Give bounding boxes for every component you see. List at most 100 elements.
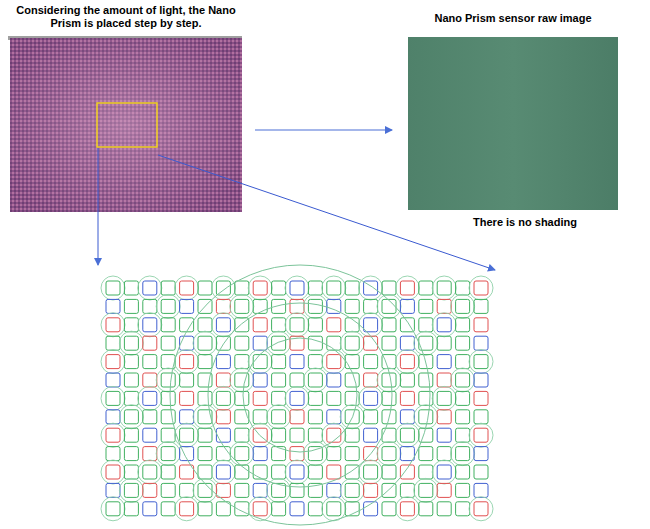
pixel-cell bbox=[456, 428, 470, 442]
pixel-cell bbox=[272, 502, 286, 516]
pixel-cell bbox=[106, 355, 120, 369]
pixel-cell bbox=[124, 281, 138, 295]
pixel-cell bbox=[161, 428, 175, 442]
pixel-cell bbox=[308, 410, 322, 424]
pixel-cell bbox=[198, 318, 212, 332]
pixel-cell bbox=[474, 410, 488, 424]
arrow bbox=[255, 129, 392, 130]
pixel-cell bbox=[198, 355, 212, 369]
pixel-cell bbox=[327, 502, 341, 516]
pixel-cell bbox=[290, 483, 304, 497]
pixel-cell bbox=[124, 447, 138, 461]
pixel-cell bbox=[124, 502, 138, 516]
pixel-cell bbox=[216, 318, 230, 332]
pixel-cell bbox=[124, 318, 138, 332]
pixel-cell bbox=[106, 336, 120, 350]
heading-text: Nano Prism sensor raw image bbox=[398, 12, 628, 25]
micro-lens bbox=[322, 350, 346, 374]
lens-circle bbox=[170, 265, 430, 525]
pixel-cell bbox=[106, 465, 120, 479]
pixel-cell bbox=[437, 373, 451, 387]
pixel-cell bbox=[474, 355, 488, 369]
zoom-line bbox=[98, 148, 99, 265]
pixel-cell bbox=[106, 391, 120, 405]
micro-lens bbox=[469, 423, 493, 447]
pixel-cell bbox=[437, 428, 451, 442]
micro-lens bbox=[248, 276, 272, 300]
pixel-cell bbox=[437, 483, 451, 497]
pixel-cell bbox=[124, 373, 138, 387]
pixel-grid bbox=[101, 276, 493, 521]
pixel-cell bbox=[272, 410, 286, 424]
pixel-cell bbox=[364, 483, 378, 497]
pixel-cell bbox=[216, 299, 230, 313]
pixel-cell bbox=[419, 281, 433, 295]
micro-lens bbox=[414, 331, 438, 355]
micro-lens bbox=[432, 313, 456, 337]
pixel-cell bbox=[382, 447, 396, 461]
pixel-cell bbox=[180, 318, 194, 332]
pixel-cell bbox=[124, 410, 138, 424]
pixel-cell bbox=[327, 428, 341, 442]
micro-lens bbox=[285, 386, 309, 410]
zoom-box bbox=[97, 103, 157, 147]
pixel-cell bbox=[180, 502, 194, 516]
pixel-cell bbox=[437, 447, 451, 461]
micro-lens bbox=[156, 368, 180, 392]
pixel-cell bbox=[456, 410, 470, 424]
micro-lens bbox=[359, 460, 383, 484]
pixel-cell bbox=[419, 391, 433, 405]
pixel-cell bbox=[290, 428, 304, 442]
pixel-cell bbox=[290, 391, 304, 405]
pixel-cell bbox=[474, 447, 488, 461]
pixel-cell bbox=[253, 336, 267, 350]
micro-lens bbox=[101, 460, 125, 484]
pixel-cell bbox=[216, 428, 230, 442]
pixel-cell bbox=[272, 373, 286, 387]
pixel-cell bbox=[400, 428, 414, 442]
pixel-cell bbox=[253, 391, 267, 405]
pixel-cell bbox=[327, 410, 341, 424]
pixel-cell bbox=[216, 465, 230, 479]
pixel-cell bbox=[419, 465, 433, 479]
pixel-cell bbox=[327, 391, 341, 405]
pixel-cell bbox=[400, 465, 414, 479]
pixel-cell bbox=[327, 318, 341, 332]
pixel-cell bbox=[364, 428, 378, 442]
pixel-cell bbox=[143, 373, 157, 387]
pixel-cell bbox=[143, 281, 157, 295]
pixel-cell bbox=[364, 391, 378, 405]
pixel-cell bbox=[290, 465, 304, 479]
pixel-cell bbox=[124, 391, 138, 405]
pixel-cell bbox=[198, 428, 212, 442]
micro-lens bbox=[377, 294, 401, 318]
pixel-cell bbox=[143, 299, 157, 313]
pixel-cell bbox=[143, 391, 157, 405]
pixel-cell bbox=[345, 336, 359, 350]
pixel-cell bbox=[456, 299, 470, 313]
pixel-cell bbox=[161, 447, 175, 461]
pixel-cell bbox=[382, 391, 396, 405]
pixel-cell bbox=[400, 355, 414, 369]
lens-circle bbox=[243, 338, 357, 452]
pixel-cell bbox=[253, 447, 267, 461]
micro-lens bbox=[101, 276, 125, 300]
heading-text: Considering the amount of light, the Nan… bbox=[4, 4, 248, 30]
pixel-cell bbox=[180, 336, 194, 350]
pixel-cell bbox=[290, 373, 304, 387]
micro-lens bbox=[230, 368, 254, 392]
pixel-cell bbox=[180, 483, 194, 497]
pixel-cell bbox=[235, 483, 249, 497]
micro-lens bbox=[359, 276, 383, 300]
pixel-cell bbox=[253, 318, 267, 332]
micro-lens bbox=[377, 442, 401, 466]
pixel-cell bbox=[400, 447, 414, 461]
pixel-cell bbox=[456, 355, 470, 369]
pixel-cell bbox=[235, 391, 249, 405]
pixel-cell bbox=[345, 355, 359, 369]
pixel-cell bbox=[198, 483, 212, 497]
pixel-cell bbox=[143, 355, 157, 369]
pixel-cell bbox=[437, 391, 451, 405]
pixel-cell bbox=[106, 299, 120, 313]
